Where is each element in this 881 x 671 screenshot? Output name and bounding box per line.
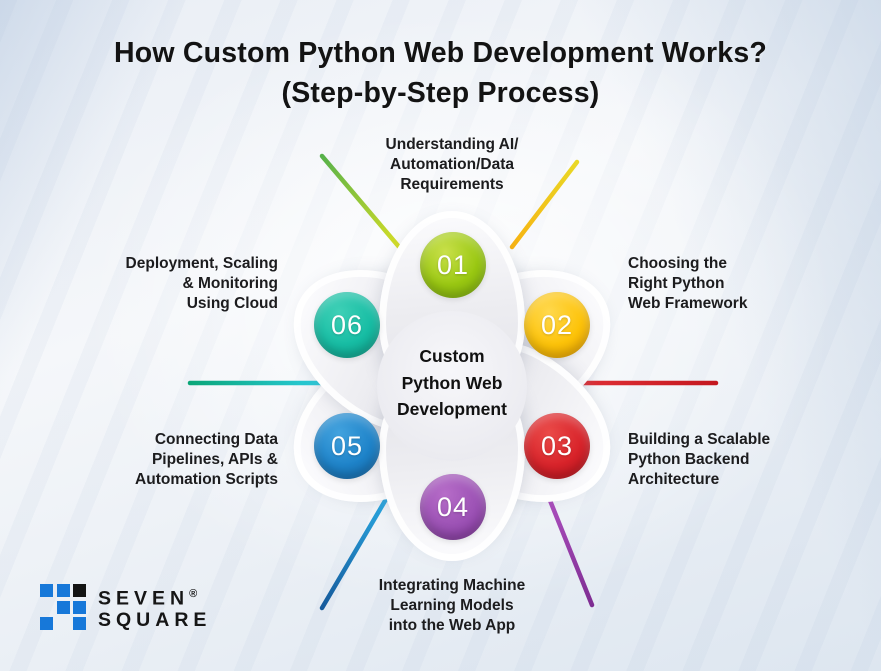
logo-text: SEVEN® SQUARE [98, 584, 211, 631]
step-label-04: Integrating Machine Learning Models into… [378, 577, 526, 634]
connector-line-02 [509, 159, 580, 250]
step-label-05: Connecting Data Pipelines, APIs & Automa… [135, 431, 278, 488]
title-line-1: How Custom Python Web Development Works? [113, 37, 767, 69]
step-number-04: 04 [436, 491, 470, 522]
logo-square [40, 617, 53, 631]
page-title: How Custom Python Web Development Works?… [0, 33, 881, 113]
connector-line-04 [542, 485, 595, 608]
step-number-06: 06 [330, 309, 364, 340]
step-number-01: 01 [436, 249, 470, 280]
step-label-02: Choosing the Right Python Web Framework [628, 255, 748, 312]
step-circle-03: 03 [524, 413, 590, 479]
step-label-01: Understanding AI/ Automation/Data Requir… [385, 136, 519, 193]
step-number-05: 05 [330, 430, 364, 461]
registered-mark: ® [189, 588, 198, 600]
flower-center [377, 311, 527, 461]
step-number-03: 03 [540, 430, 574, 461]
logo-text-line-2: SQUARE [98, 608, 212, 631]
logo-grid-icon [40, 584, 86, 631]
connector-line-05 [319, 486, 395, 611]
step-label-06: Deployment, Scaling & Monitoring Using C… [125, 255, 278, 312]
logo-square-black [73, 584, 86, 598]
step-circle-02: 02 [524, 292, 590, 358]
step-label-03: Building a Scalable Python Backend Archi… [628, 431, 771, 488]
logo-square-empty [57, 617, 70, 630]
seven-square-logo: SEVEN® SQUARE [40, 584, 211, 631]
step-circle-01: 01 [420, 232, 486, 298]
logo-square [73, 600, 86, 614]
title-line-2: (Step-by-Step Process) [281, 77, 600, 109]
logo-square-empty [40, 601, 53, 614]
connector-line-01 [319, 153, 403, 251]
logo-text-line-1: SEVEN® [98, 587, 198, 610]
step-circle-06: 06 [314, 292, 380, 358]
logo-square [56, 600, 70, 614]
center-label: Custom Python Web Development [397, 346, 507, 419]
step-circle-04: 04 [420, 474, 486, 540]
step-number-02: 02 [540, 309, 574, 340]
logo-square [40, 584, 53, 598]
logo-square [73, 617, 86, 631]
logo-square [56, 584, 70, 598]
step-circle-05: 05 [314, 413, 380, 479]
